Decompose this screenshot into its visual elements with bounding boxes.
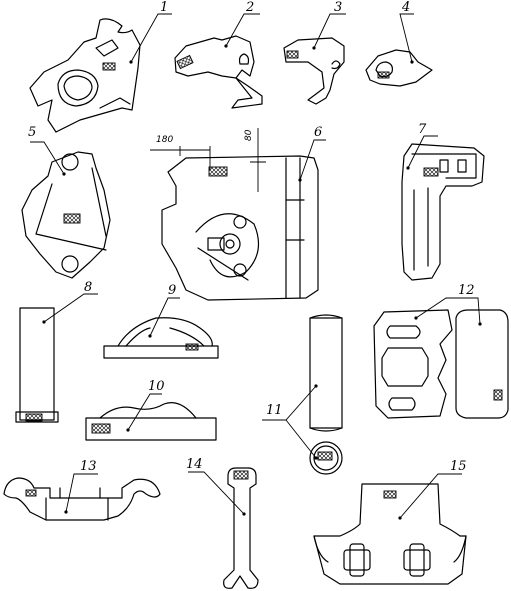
part-8: 8 [15,280,98,423]
part-number-4: 4 [401,0,410,15]
part-number-8: 8 [84,280,92,295]
part-6: 180 80 6 [150,125,326,301]
part-12: 12 [373,283,509,419]
part-15: 15 [313,459,467,585]
part-9: 9 [103,283,219,359]
part-4: 4 [365,0,433,87]
part-number-15: 15 [450,459,467,474]
part-number-14: 14 [186,457,203,472]
part-10: 10 [85,379,217,441]
part-14: 14 [186,457,259,589]
part-5: 5 [21,125,111,279]
part-number-2: 2 [245,0,254,15]
part-2: 2 [174,0,263,109]
part-number-9: 9 [168,283,176,298]
part-number-6: 6 [314,125,322,140]
part-number-5: 5 [28,125,36,140]
part-number-3: 3 [334,0,342,15]
part-number-1: 1 [160,0,168,15]
part-number-13: 13 [80,459,97,474]
part-13: 13 [3,459,161,521]
part-number-12: 12 [458,283,475,298]
part-7: 7 [401,122,485,281]
part-3: 3 [283,0,346,105]
part-number-10: 10 [148,379,165,394]
part-1: 1 [29,0,172,133]
part-number-11: 11 [266,403,283,418]
part-number-7: 7 [418,122,427,137]
dimension-80: 80 [244,129,254,141]
dimension-180: 180 [156,135,173,145]
part-11: 11 [262,314,343,475]
